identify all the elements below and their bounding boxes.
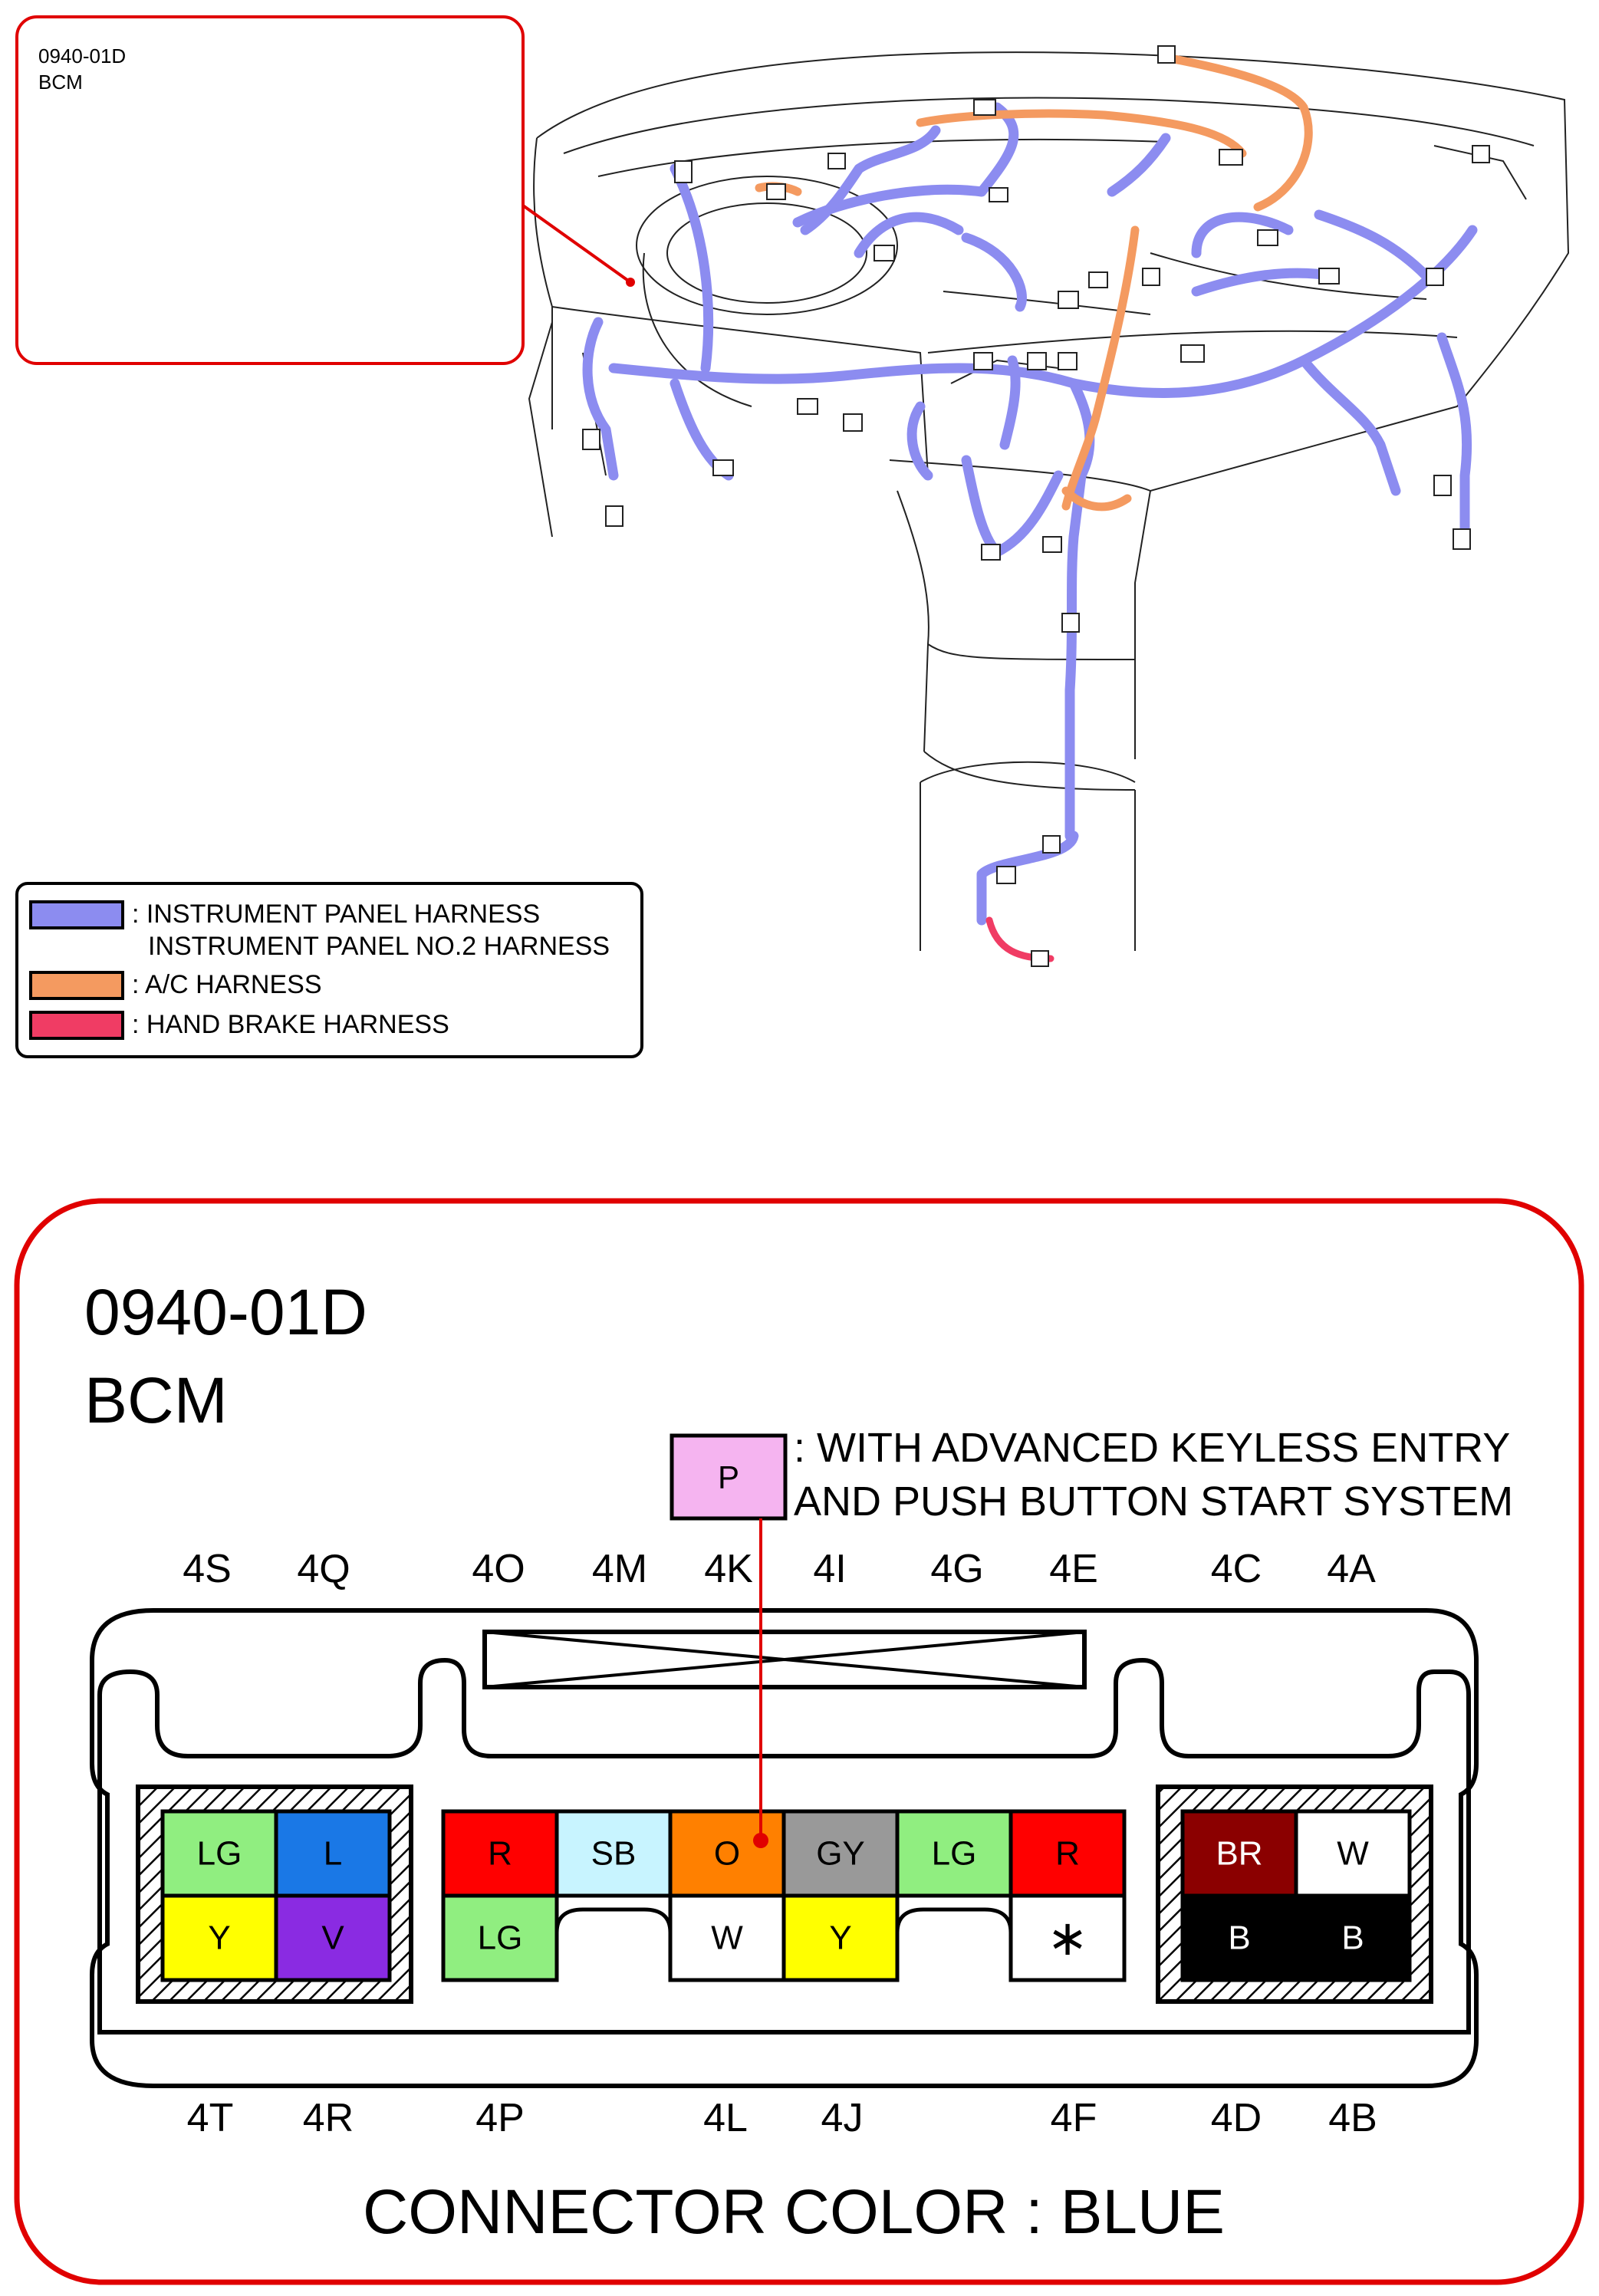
p-indicator-label: P [718, 1459, 739, 1495]
pin-label-top: 4E [1049, 1547, 1098, 1591]
terminal-wire-color: SB [591, 1835, 637, 1873]
terminal-wire-color: R [488, 1835, 512, 1873]
pin-label-bottom: 4J [821, 2096, 864, 2140]
legend-label: : INSTRUMENT PANEL HARNESS [132, 900, 540, 929]
terminal-wire-color: LG [197, 1835, 242, 1873]
terminal-wire-color: W [1337, 1835, 1369, 1873]
pin-label-bottom: 4F [1051, 2096, 1097, 2140]
terminal-wire-color: LG [478, 1919, 523, 1957]
legend-label-2: INSTRUMENT PANEL NO.2 HARNESS [148, 932, 610, 961]
connector-code: 0940-01D [84, 1276, 367, 1348]
pin-label-bottom: 4P [475, 2096, 525, 2140]
pin-label-bottom: 4D [1211, 2096, 1262, 2140]
ac-harness [755, 53, 1313, 512]
terminal-wire-color: Y [829, 1919, 851, 1957]
terminal-cell [1008, 1893, 1127, 1982]
large-connector-callout: 0940-01D BCM P : WITH ADVANCED KEYLESS EN… [14, 1198, 1584, 2285]
pin-label-top: 4O [472, 1547, 525, 1591]
p-note-line2: AND PUSH BUTTON START SYSTEM [794, 1479, 1513, 1525]
pin-label-bottom: 4B [1328, 2096, 1377, 2140]
terminal-wire-color: LG [932, 1835, 977, 1873]
pin-label-top: 4A [1327, 1547, 1376, 1591]
terminal-cell [1294, 1893, 1412, 1982]
terminal-cell [1294, 1809, 1412, 1898]
small-connector-code: 0940-01D [38, 44, 126, 67]
small-connector-name: BCM [38, 71, 83, 94]
pin-label-bottom: 4T [187, 2096, 234, 2140]
terminal-cell [781, 1893, 900, 1982]
pin-label-top: 4M [592, 1547, 647, 1591]
harness-connectors [582, 45, 1490, 967]
p-indicator-box [670, 1433, 788, 1521]
legend-swatch [29, 1011, 124, 1040]
terminal-wire-color: L [324, 1835, 342, 1873]
terminal-wire-color: Y [208, 1919, 230, 1957]
pin-label-top: 4I [813, 1547, 846, 1591]
terminal-wire-color: W [711, 1919, 743, 1957]
terminal-cell [160, 1893, 278, 1982]
instrument-panel-harness [582, 102, 1478, 926]
terminal-wire-color: B [1228, 1919, 1250, 1957]
pin-label-top: 4C [1211, 1547, 1262, 1591]
p-leader-dot [753, 1833, 768, 1848]
terminal-wire-color: BR [1216, 1835, 1262, 1873]
pin-label-top: 4Q [297, 1547, 350, 1591]
pin-label-top: 4S [183, 1547, 232, 1591]
terminal-cell [895, 1809, 1013, 1898]
legend-swatch [29, 900, 124, 929]
terminal-cell [274, 1893, 392, 1982]
terminal-cell [1180, 1809, 1298, 1898]
connector-diagram: P : WITH ADVANCED KEYLESS ENTRY AND PUSH B… [90, 1425, 1513, 2140]
connector-inner-profile [97, 1657, 1471, 2034]
pin-label-bottom: 4L [703, 2096, 748, 2140]
terminal-wire-color: B [1341, 1919, 1364, 1957]
legend-swatch [29, 971, 124, 1000]
dashboard-illustration [528, 51, 1570, 951]
pin-label-top: 4G [930, 1547, 983, 1591]
p-note-line1: : WITH ADVANCED KEYLESS ENTRY [794, 1425, 1510, 1471]
connector-name: BCM [84, 1364, 228, 1436]
terminal-wire-color: ∗ [1047, 1910, 1088, 1965]
terminal-wire-color: O [714, 1835, 740, 1873]
pin-label-top: 4K [704, 1547, 753, 1591]
legend-label: : HAND BRAKE HARNESS [132, 1010, 449, 1039]
connector-color-note: CONNECTOR COLOR : BLUE [363, 2177, 1225, 2247]
callout-leader-line [521, 204, 632, 284]
terminal-wire-color: V [321, 1919, 344, 1957]
pin-label-bottom: 4R [303, 2096, 354, 2140]
terminal-wire-color: GY [816, 1835, 865, 1873]
legend-label: : A/C HARNESS [132, 970, 322, 999]
terminal-cell [668, 1893, 786, 1982]
harness-legend: : INSTRUMENT PANEL HARNESS INSTRUMENT PAN… [15, 882, 643, 1058]
terminal-cell [781, 1809, 900, 1898]
terminal-cell [1008, 1809, 1127, 1898]
terminal-wire-color: R [1055, 1835, 1080, 1873]
